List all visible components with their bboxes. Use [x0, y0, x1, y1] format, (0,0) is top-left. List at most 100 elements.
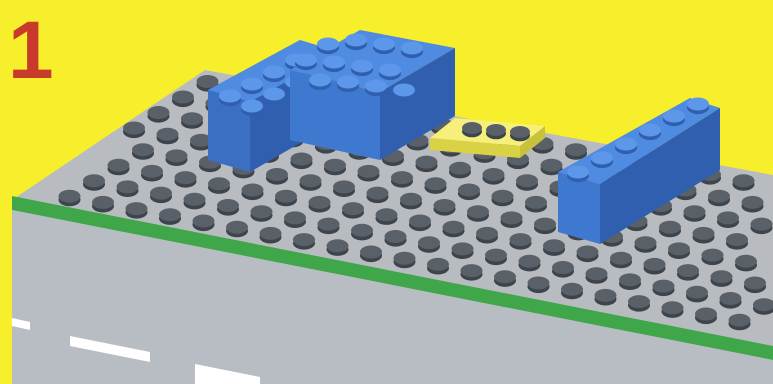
stud: [677, 264, 699, 281]
stud: [695, 308, 717, 325]
stud: [193, 215, 215, 232]
stud: [610, 252, 632, 269]
stud: [360, 246, 382, 263]
stud: [141, 165, 163, 182]
stud: [123, 122, 145, 139]
stud: [586, 267, 608, 284]
stud: [401, 42, 423, 59]
stud: [519, 255, 541, 272]
stud: [416, 156, 438, 173]
stud: [486, 124, 506, 139]
stud: [333, 180, 355, 197]
stud: [639, 124, 661, 141]
stud: [567, 166, 589, 183]
stud: [263, 88, 285, 105]
stud: [461, 264, 483, 281]
stud: [219, 90, 241, 107]
stud: [379, 64, 401, 81]
stud: [458, 184, 480, 201]
stud: [150, 187, 172, 204]
stud: [510, 233, 532, 250]
stud: [83, 174, 105, 191]
stud: [702, 249, 724, 266]
stud: [733, 174, 755, 191]
stud: [284, 211, 306, 228]
stud: [684, 205, 706, 222]
stud: [400, 193, 422, 210]
stud: [452, 242, 474, 259]
stud: [708, 190, 730, 207]
stud: [528, 277, 550, 294]
stud: [492, 190, 514, 207]
stud: [534, 218, 556, 235]
step-number: 1: [8, 10, 52, 92]
stud: [317, 38, 339, 55]
stud: [418, 236, 440, 253]
stud: [295, 54, 317, 71]
stud: [483, 168, 505, 185]
stud: [309, 74, 331, 91]
stud: [263, 66, 285, 83]
stud: [251, 205, 273, 222]
stud: [525, 196, 547, 213]
stud: [117, 180, 139, 197]
stud: [591, 152, 613, 169]
stud: [323, 56, 345, 73]
stud: [744, 277, 766, 294]
stud: [628, 295, 650, 312]
stud: [668, 242, 690, 259]
stud: [735, 255, 757, 272]
stud: [351, 60, 373, 77]
stud: [242, 184, 264, 201]
stud: [293, 233, 315, 250]
stud: [425, 177, 447, 194]
stud: [615, 138, 637, 155]
stud: [126, 202, 148, 219]
stud: [494, 270, 516, 287]
stud: [300, 174, 322, 191]
stud: [462, 122, 482, 137]
stud: [327, 239, 349, 256]
stud: [367, 187, 389, 204]
stud: [391, 171, 413, 188]
stud: [260, 227, 282, 244]
stud: [345, 34, 367, 51]
stud: [59, 190, 81, 207]
stud: [373, 38, 395, 55]
stud: [181, 112, 203, 129]
stud: [662, 301, 684, 318]
stud: [711, 270, 733, 287]
stud: [385, 230, 407, 247]
stud: [157, 128, 179, 145]
stud: [717, 211, 739, 228]
stud: [687, 98, 709, 115]
stud: [275, 190, 297, 207]
stud: [543, 239, 565, 256]
stud: [726, 233, 748, 250]
stud: [108, 159, 130, 176]
stud: [644, 258, 666, 275]
stud: [159, 208, 181, 225]
stud: [516, 174, 538, 191]
stud: [172, 91, 194, 108]
stud: [510, 126, 530, 141]
stud: [92, 196, 114, 213]
stud: [358, 165, 380, 182]
stud: [166, 149, 188, 166]
stud: [595, 289, 617, 306]
stud: [693, 227, 715, 244]
stud: [208, 177, 230, 194]
stud: [393, 84, 415, 101]
stud: [552, 261, 574, 278]
stud: [561, 283, 583, 300]
stud: [226, 221, 248, 238]
stud: [184, 193, 206, 210]
stud: [376, 208, 398, 225]
stud: [175, 171, 197, 188]
stud: [635, 236, 657, 253]
stud: [217, 199, 239, 216]
stud: [619, 273, 641, 290]
stud: [241, 100, 263, 117]
stud: [663, 110, 685, 127]
stud: [309, 196, 331, 213]
